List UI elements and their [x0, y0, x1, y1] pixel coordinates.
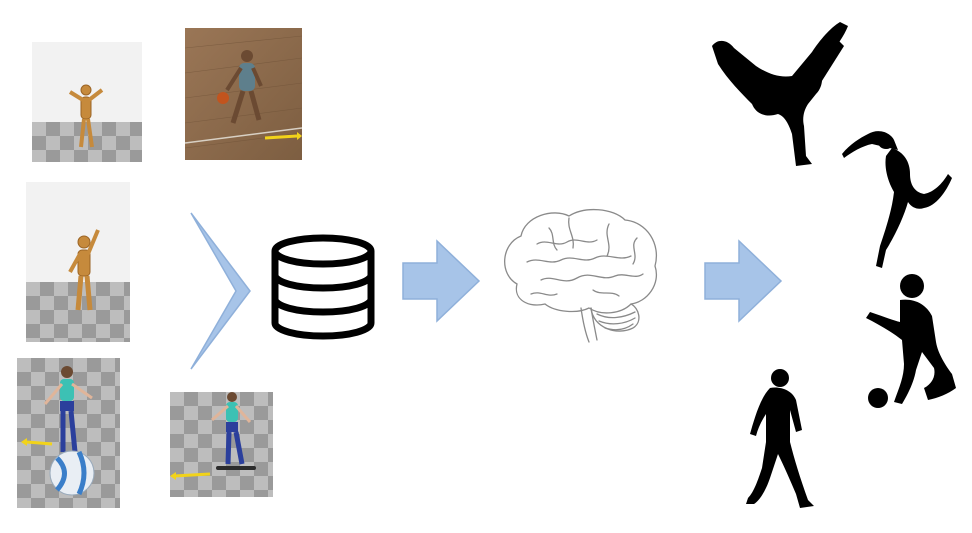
- arrow-icon: [704, 239, 783, 323]
- mannequin-figure: [68, 84, 104, 148]
- soccer-kick-silhouette: [866, 274, 956, 408]
- thumbnail-skateboard-girl: [170, 392, 273, 497]
- skateboard-figure: [170, 392, 256, 480]
- walking-man-silhouette: [746, 369, 814, 508]
- ball-balance-figure: [21, 366, 95, 496]
- thumbnail-mannequin-dab: [32, 42, 142, 162]
- database-icon: [271, 234, 375, 340]
- arrow-icon: [402, 239, 481, 323]
- breakdance-silhouette: [712, 22, 848, 166]
- thumbnail-basketball-player: [185, 28, 302, 160]
- thumbnail-mannequin-wave: [26, 182, 130, 342]
- brain-icon: [504, 209, 657, 343]
- funnel-chevron-icon: [190, 212, 251, 370]
- mannequin-figure: [68, 229, 100, 311]
- thumbnail-ball-balance: [17, 358, 120, 508]
- dancer-silhouette: [842, 131, 952, 268]
- basketball-court: [185, 28, 302, 160]
